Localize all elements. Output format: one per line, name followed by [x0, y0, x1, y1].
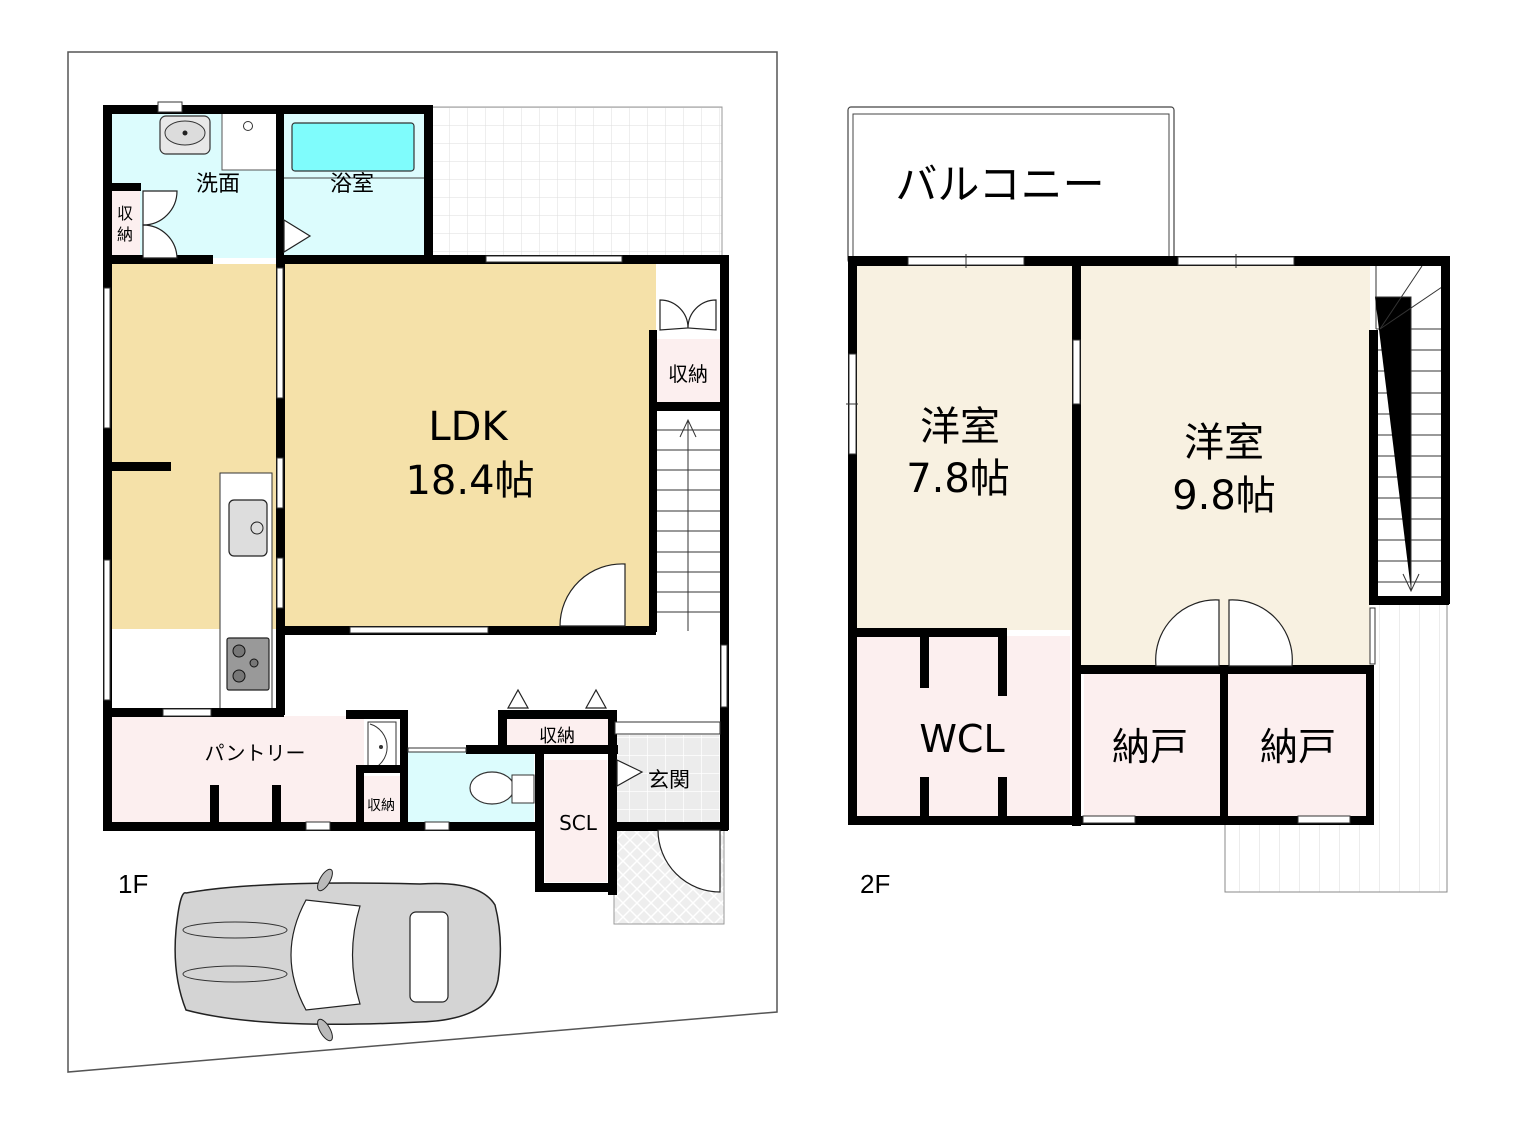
lot-boundary	[67, 51, 778, 1073]
storage-wash-fill	[110, 190, 140, 258]
car-icon	[174, 868, 502, 1042]
storage-wash-label-2: 納	[117, 225, 133, 244]
ldk-door-icon	[559, 563, 626, 627]
entrance-door-icon	[657, 829, 721, 893]
storage-ldk-fill	[656, 339, 720, 405]
closet-1-label: 納戸	[1112, 725, 1188, 769]
western-room-2-fill	[1080, 266, 1370, 666]
storage-ldk-label: 収納	[668, 362, 708, 386]
western-room-1-area: 7.8帖	[906, 456, 1010, 502]
western-room-1-label: 洋室	[920, 404, 1000, 450]
western-room-2-label: 洋室	[1184, 420, 1264, 466]
kitchen-sink-icon	[228, 499, 268, 557]
entrance-fill	[615, 735, 720, 825]
windows-1f	[103, 101, 728, 831]
western-room-2-area: 9.8帖	[1172, 473, 1276, 519]
closet-2-fill	[1228, 674, 1366, 816]
closet-2-label: 納戸	[1260, 725, 1336, 769]
doors-1f	[142, 190, 721, 893]
scl-label: SCL	[559, 811, 598, 835]
scl-fill	[545, 760, 607, 882]
bathroom-label: 浴室	[330, 172, 374, 197]
floor-plan-2f	[846, 106, 1450, 893]
hallway	[284, 636, 720, 716]
ldk-fill	[110, 264, 656, 629]
terrace	[431, 106, 723, 261]
storage-hall-fill	[505, 718, 609, 750]
ldk-label: LDK	[428, 404, 509, 450]
balcony-label: バルコニー	[895, 160, 1104, 209]
storage-hall-label: 収納	[539, 726, 575, 747]
entrance-label: 玄関	[648, 768, 690, 792]
stove-icon	[226, 637, 270, 691]
washing-machine-area	[221, 111, 279, 171]
pantry-label: パントリー	[205, 741, 306, 765]
wcl-fill	[856, 636, 1070, 816]
western-room-1-fill	[856, 266, 1072, 630]
pantry-fill	[110, 716, 400, 824]
floor-label-1f: 1F	[118, 869, 148, 899]
stairs-2f	[1375, 265, 1443, 593]
stairs-1f	[656, 418, 720, 631]
doors-2f	[1155, 599, 1293, 667]
washroom-label: 洗面	[196, 172, 240, 197]
closet-1-fill	[1084, 674, 1220, 816]
ldk-area: 18.4帖	[405, 458, 534, 504]
storage-wash-label-1: 収	[117, 204, 133, 223]
floor-label-2f: 2F	[860, 869, 890, 899]
bathtub-icon	[291, 122, 415, 172]
floor-plan-1f	[67, 51, 778, 1073]
wcl-label: WCL	[919, 717, 1004, 761]
toilet-icon	[469, 771, 515, 805]
storage-pantry-label: 収納	[367, 798, 395, 814]
